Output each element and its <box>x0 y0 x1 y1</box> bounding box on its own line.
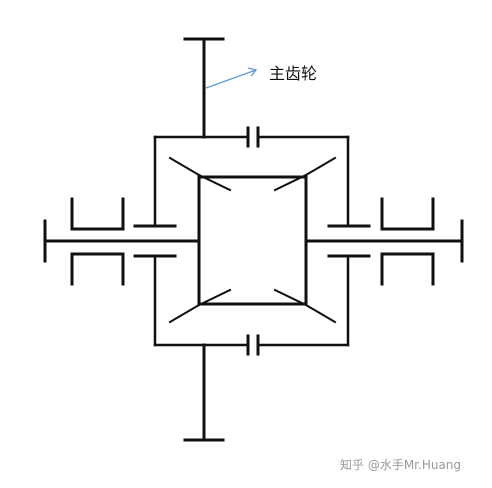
left-housing <box>70 197 125 286</box>
right-bearings <box>327 224 371 258</box>
outer-frame <box>153 135 350 347</box>
bottom-coupling <box>246 334 260 356</box>
center-gear-block <box>197 175 308 306</box>
right-shaft <box>304 219 464 263</box>
left-shaft <box>43 219 201 263</box>
main-gear-label: 主齿轮 <box>269 64 318 83</box>
label-arrow <box>205 67 258 89</box>
bevel-gear-teeth <box>168 156 337 324</box>
top-coupling <box>246 126 260 148</box>
top-shaft <box>183 37 225 139</box>
left-bearings <box>133 224 177 258</box>
watermark: 知乎 @水手Mr.Huang <box>340 458 462 472</box>
bottom-shaft <box>183 343 225 442</box>
right-housing <box>380 197 435 286</box>
